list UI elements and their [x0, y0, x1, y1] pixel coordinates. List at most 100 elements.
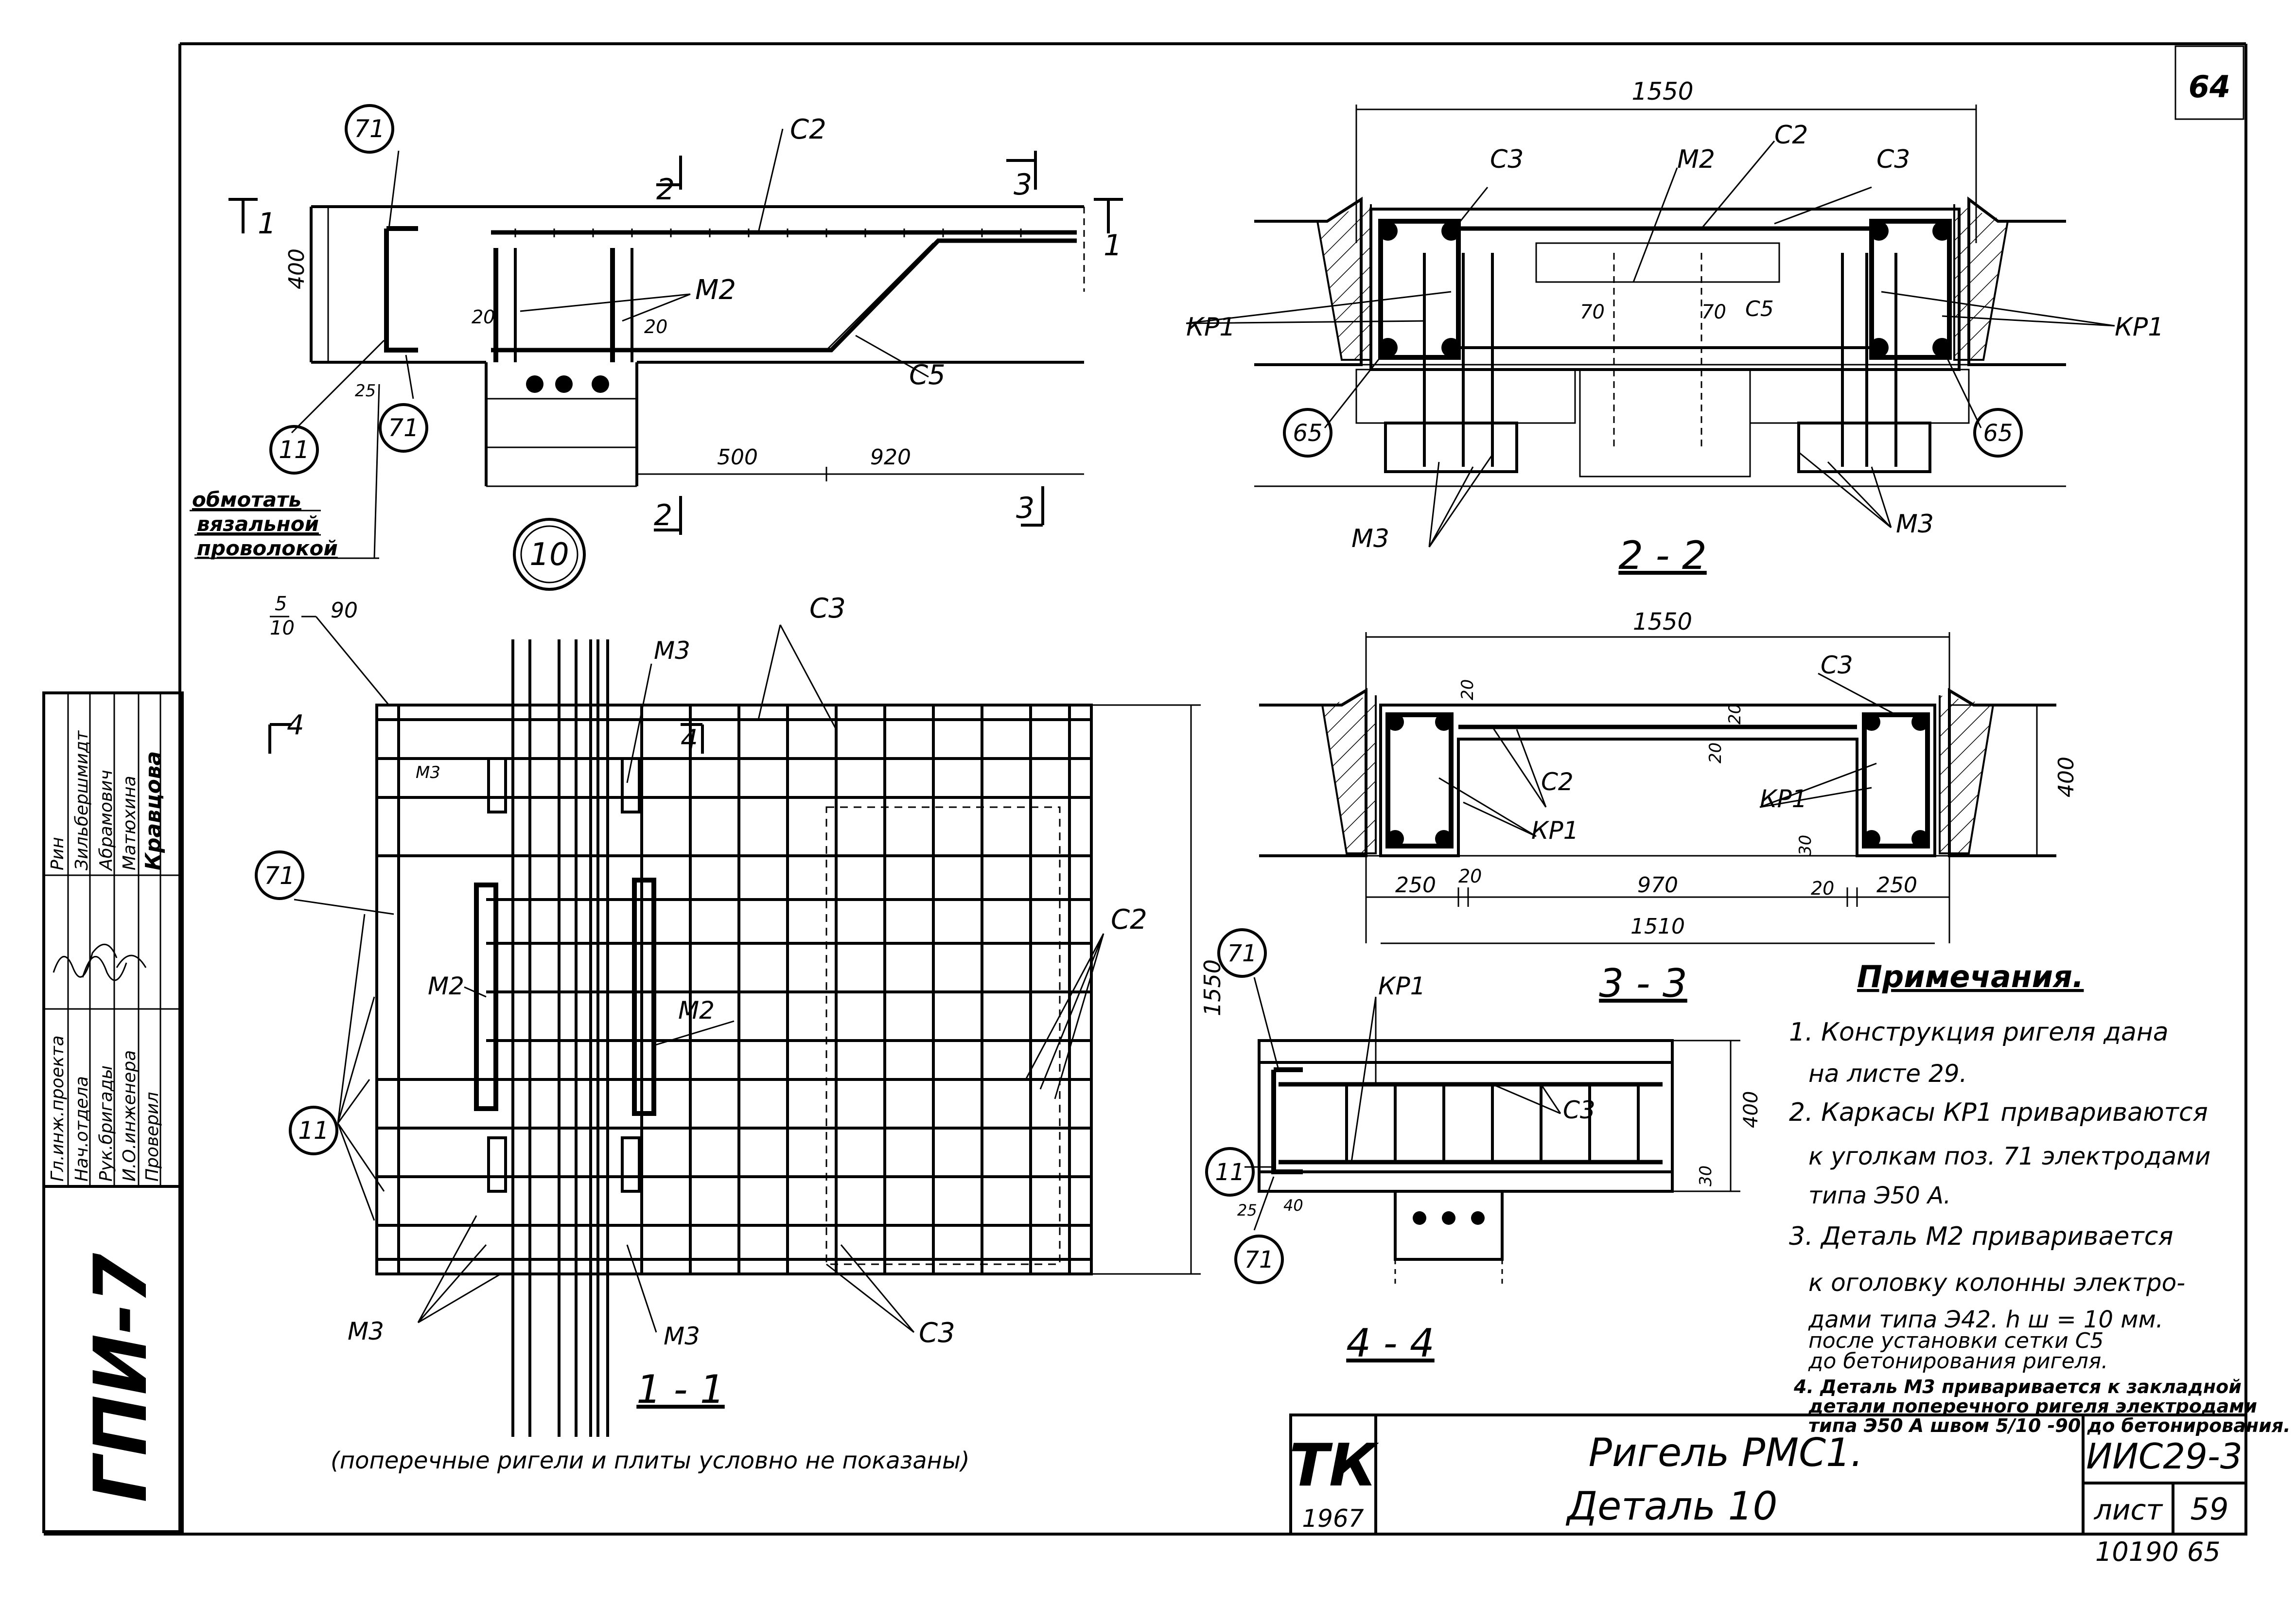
view3-dim-20a: 20	[1458, 679, 1477, 700]
note-line-4: к уголкам поз. 71 электродами	[1808, 1142, 2210, 1170]
stamp-role-1: Гл.инж.проекта	[48, 1035, 68, 1182]
plan-label-c3-bottom: С3	[919, 1317, 955, 1349]
note-line-5: типа Э50 А.	[1808, 1182, 1951, 1209]
view2-dim-70b: 70	[1701, 301, 1726, 323]
view3-dim-400: 400	[2054, 757, 2079, 797]
view-3-3	[1259, 632, 2056, 944]
view3-title: 3 - 3	[1599, 961, 1687, 1006]
title-code: ИИС29-3	[2086, 1436, 2242, 1477]
title-sheet-label: лист	[2094, 1493, 2164, 1526]
view4-title: 4 - 4	[1346, 1321, 1435, 1366]
view2-label-c3-right: С3	[1876, 145, 1910, 174]
note-line-6: 3. Деталь М2 приваривается	[1789, 1222, 2173, 1251]
view4-label-c3: С3	[1563, 1096, 1595, 1124]
view3-dim-20b: 20	[1725, 704, 1745, 724]
view4-label-71-bottom: 71	[1244, 1246, 1274, 1273]
view1-dim-400: 400	[284, 248, 309, 289]
plan-label-m2-left: М2	[428, 972, 464, 1000]
view3-dim-20c: 20	[1706, 742, 1725, 763]
title-block	[1289, 1414, 2247, 1536]
side-stamp	[44, 693, 182, 1188]
title-sheet-num: 59	[2191, 1491, 2229, 1527]
view4-label-71-top: 71	[1227, 940, 1257, 967]
view2-dim-1550: 1550	[1631, 77, 1693, 106]
view2-label-c5: С5	[1745, 297, 1774, 321]
note-line-12: детали поперечного ригеля электродами	[1808, 1396, 2257, 1417]
plan-dim-1550: 1550	[1199, 959, 1226, 1016]
wire-note-1: обмотать	[192, 488, 301, 512]
view-4-4	[1205, 928, 1740, 1289]
title-year: 1967	[1302, 1504, 1364, 1533]
view1-label-c2: С2	[790, 114, 826, 145]
view2-label-c2: С2	[1774, 121, 1808, 150]
plan-weld-top: 5	[275, 593, 287, 615]
view4-label-kp1: КР1	[1378, 972, 1425, 1000]
plan-label-c2: С2	[1111, 904, 1147, 936]
view3-dim-20e: 20	[1811, 878, 1834, 899]
view2-label-m3-left: М3	[1351, 524, 1389, 553]
view2-label-m3-right: М3	[1896, 510, 1934, 539]
view1-sec3-top: 3	[1014, 168, 1032, 202]
note-line-9: после установки сетки С5	[1808, 1328, 2103, 1353]
view1-sec2-top: 2	[656, 173, 675, 207]
view1-sec1-right: 1	[1104, 229, 1122, 263]
plan-footnote: (поперечные ригели и плиты условно не по…	[331, 1447, 970, 1474]
plan-label-m3-br: М3	[664, 1322, 700, 1350]
view2-label-65-left: 65	[1293, 420, 1322, 447]
stamp-name-2: Зильбершмидт	[72, 730, 92, 870]
view1-1-title: 1 - 1	[636, 1367, 725, 1412]
view2-label-65-right: 65	[1983, 420, 2013, 447]
view4-dim-25: 25	[1237, 1201, 1257, 1219]
note-line-1: 1. Конструкция ригеля дана	[1789, 1018, 2169, 1047]
view4-dim-40: 40	[1283, 1196, 1303, 1215]
plan-weld-bottom: 10	[270, 617, 295, 639]
view1-sec3-bottom: 3	[1016, 491, 1034, 525]
view1-sec2-bottom: 2	[654, 498, 672, 532]
view2-label-kp1-left: КР1	[1186, 313, 1235, 342]
view1-dim-500: 500	[717, 445, 758, 470]
view1-dim-25: 25	[355, 381, 376, 401]
view4-label-11: 11	[1215, 1159, 1244, 1186]
page-number: 64	[2189, 69, 2230, 105]
view3-label-c3: С3	[1821, 651, 1853, 679]
view3-dim-20d: 20	[1458, 866, 1482, 887]
plan-label-71: 71	[264, 862, 295, 890]
plan-label-m3-small: М3	[416, 763, 440, 782]
plan-view	[255, 616, 1201, 1437]
stamp-role-2: Нач.отдела	[72, 1076, 92, 1182]
view3-dim-30: 30	[1796, 835, 1815, 856]
note-line-13: типа Э50 А швом 5/10 -90 до бетонировани…	[1808, 1415, 2291, 1436]
view1-label-71-top: 71	[354, 115, 385, 143]
view2-label-m2: М2	[1677, 145, 1715, 174]
view1-label-c5: С5	[909, 359, 946, 391]
stamp-name-1: Рин	[48, 837, 68, 870]
plan-sec4: 4	[287, 709, 304, 741]
view1-label-11: 11	[279, 436, 310, 464]
view1-label-71-bottom: 71	[388, 414, 419, 442]
view3-label-kp1-left: КР1	[1531, 816, 1578, 845]
notes-heading: Примечания.	[1857, 959, 2084, 994]
stamp-name-4: Матюхина	[120, 776, 140, 870]
view1-dim-20a: 20	[472, 306, 495, 328]
view4-dim-400: 400	[1740, 1091, 1762, 1128]
view2-label-c3-left: С3	[1490, 145, 1524, 174]
view2-dim-70a: 70	[1580, 301, 1605, 323]
note-line-8: дами типа Э42. h ш = 10 мм.	[1808, 1306, 2163, 1333]
view3-label-kp1-right: КР1	[1760, 785, 1807, 813]
view3-label-c2: С2	[1541, 768, 1574, 796]
stamp-role-4: И.О.инженера	[120, 1050, 140, 1182]
plan-label-m2-mid: М2	[678, 996, 715, 1025]
note-line-7: к оголовку колонны электро-	[1808, 1269, 2185, 1297]
plan-label-c3-top: С3	[809, 593, 846, 624]
plan-label-11: 11	[298, 1116, 329, 1145]
stamp-role-5: Проверил	[142, 1092, 162, 1182]
view2-title: 2 - 2	[1618, 533, 1707, 578]
view3-dim-250a: 250	[1395, 873, 1436, 898]
title-line-2: Деталь 10	[1566, 1484, 1778, 1529]
bottom-note: 10190 65	[2095, 1537, 2221, 1567]
title-line-1: Ригель РМС1.	[1589, 1430, 1863, 1475]
view1-sec1-left: 1	[258, 207, 276, 241]
view-2-2	[1186, 105, 2115, 548]
view3-dim-1550: 1550	[1633, 608, 1692, 636]
